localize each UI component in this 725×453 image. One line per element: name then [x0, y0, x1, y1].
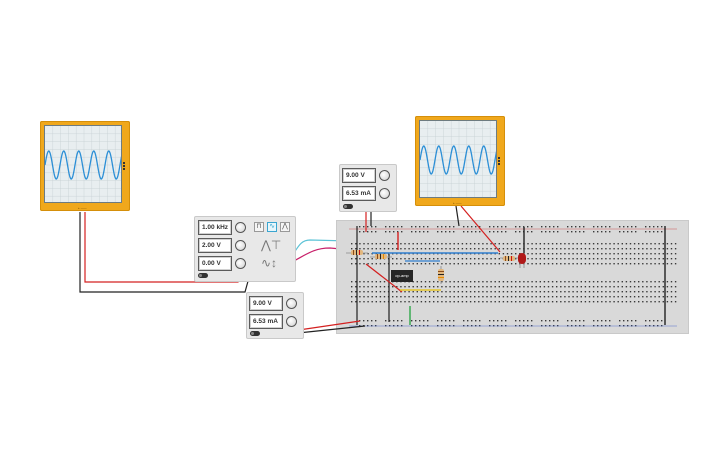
ic-chip[interactable]: op-amp: [391, 270, 413, 282]
amplitude-display: 2.00 V: [198, 238, 232, 253]
power-supply-bottom-current: 6.53 mA: [249, 314, 283, 329]
square-wave-icon[interactable]: ⊓: [254, 222, 264, 232]
generator-power-switch[interactable]: [198, 273, 208, 278]
offset-knob[interactable]: [235, 258, 246, 269]
offset-wave-icon: ∿↕: [261, 256, 278, 270]
dc-offset-display: 0.00 V: [198, 256, 232, 271]
oscilloscope-left[interactable]: + ——: [40, 121, 130, 211]
power-supply-top-switch[interactable]: [343, 204, 353, 209]
power-supply-top-current: 6.53 mA: [342, 186, 376, 201]
oscilloscope-left-terminal-label: + ——: [78, 206, 87, 210]
breadboard-holes: [349, 226, 677, 327]
power-supply-top-current-knob[interactable]: [379, 188, 390, 199]
frequency-knob[interactable]: [235, 222, 246, 233]
sine-wave-icon[interactable]: ∿: [267, 222, 277, 232]
oscilloscope-right-terminal-label: + ——: [453, 201, 462, 205]
oscilloscope-left-trace: [45, 126, 121, 202]
power-supply-bottom-current-knob[interactable]: [286, 316, 297, 327]
amplitude-knob[interactable]: [235, 240, 246, 251]
power-supply-top[interactable]: 9.00 V 6.53 mA: [339, 164, 397, 212]
amplitude-wave-icon: ⋀⊤: [261, 238, 282, 252]
oscilloscope-right-screen: [419, 120, 497, 198]
oscilloscope-right-side-connector: [498, 156, 503, 165]
triangle-wave-icon[interactable]: ⋀: [280, 222, 290, 232]
power-supply-bottom[interactable]: 9.00 V 6.53 mA: [246, 292, 304, 339]
power-supply-bottom-voltage-knob[interactable]: [286, 298, 297, 309]
power-supply-bottom-switch[interactable]: [250, 331, 260, 336]
oscilloscope-right[interactable]: + ——: [415, 116, 505, 206]
power-supply-top-voltage-knob[interactable]: [379, 170, 390, 181]
power-supply-top-voltage: 9.00 V: [342, 168, 376, 183]
breadboard[interactable]: [336, 220, 689, 334]
oscilloscope-left-side-connector: [123, 161, 128, 170]
power-supply-bottom-voltage: 9.00 V: [249, 296, 283, 311]
oscilloscope-right-trace: [420, 121, 496, 197]
frequency-display: 1.00 kHz: [198, 220, 232, 235]
oscilloscope-left-screen: [44, 125, 122, 203]
function-generator[interactable]: 1.00 kHz ⊓ ∿ ⋀ 2.00 V ⋀⊤ 0.00 V ∿↕: [194, 216, 296, 282]
wire-black-scope-left[interactable]: [79, 212, 251, 293]
